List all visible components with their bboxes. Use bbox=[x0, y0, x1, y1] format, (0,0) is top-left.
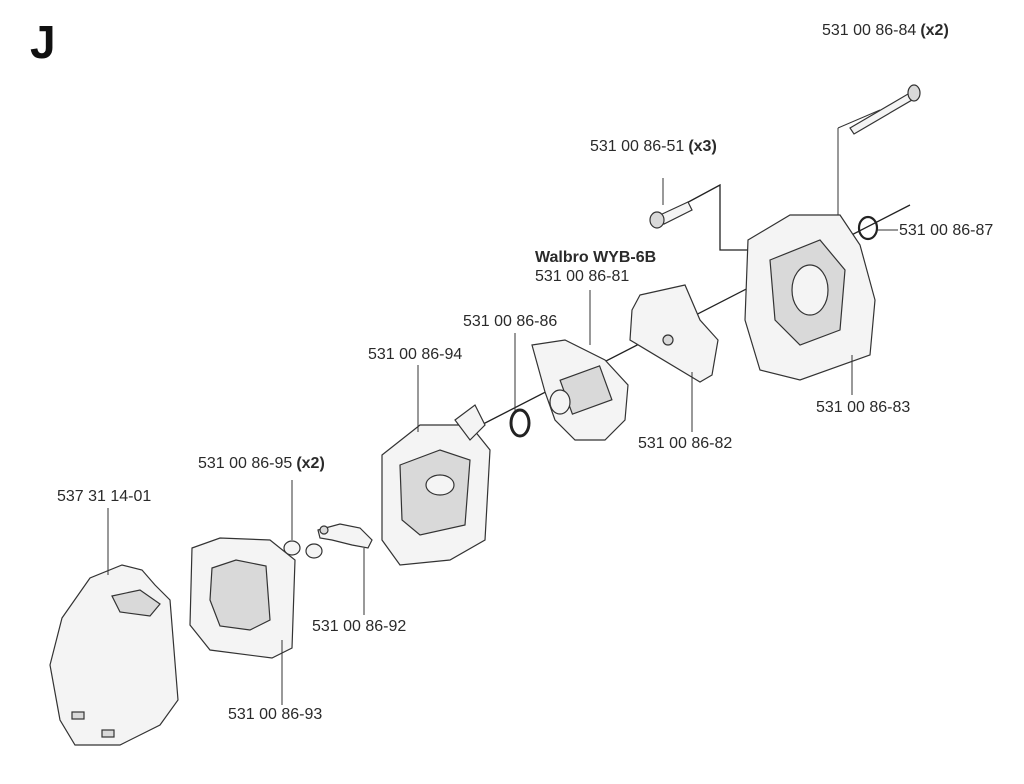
callout-air-filter: 531 00 86-93 bbox=[228, 706, 322, 724]
callout-part-number: 531 00 86-87 bbox=[899, 222, 994, 239]
callout-part-number: 531 00 86-95 bbox=[198, 455, 293, 472]
bracket-part bbox=[317, 523, 373, 615]
callout-part-number: 531 00 86-92 bbox=[312, 618, 407, 635]
callout-oring-right: 531 00 86-87 bbox=[899, 222, 993, 240]
callout-intake-adapter: 531 00 86-83 bbox=[816, 399, 910, 417]
nut-parts bbox=[283, 480, 323, 559]
callout-quantity: (x2) bbox=[920, 22, 949, 39]
callout-part-number: 531 00 86-86 bbox=[463, 313, 558, 330]
callout-nut: 531 00 86-95(x2) bbox=[198, 455, 325, 473]
callout-part-number: 531 00 86-83 bbox=[816, 399, 911, 416]
cover-part bbox=[49, 508, 179, 746]
callout-part-number: 531 00 86-94 bbox=[368, 346, 463, 363]
oring-right-part bbox=[857, 215, 898, 241]
callout-part-number: 537 31 14-01 bbox=[57, 488, 152, 505]
callout-quantity: (x2) bbox=[296, 455, 325, 472]
air-filter-base-part bbox=[381, 365, 491, 566]
screw-part bbox=[649, 178, 693, 229]
intake-adapter-part bbox=[744, 214, 876, 395]
callout-part-number: 531 00 86-82 bbox=[638, 435, 733, 452]
callout-carburetor: 531 00 86-81 bbox=[535, 268, 629, 286]
callout-gasket-plate: 531 00 86-82 bbox=[638, 435, 732, 453]
callout-part-number: 531 00 86-81 bbox=[535, 268, 630, 285]
section-letter: J bbox=[30, 16, 56, 68]
callout-cover: 537 31 14-01 bbox=[57, 488, 151, 506]
air-filter-part bbox=[189, 537, 296, 705]
carburetor-part bbox=[531, 290, 629, 441]
callout-oring-left: 531 00 86-86 bbox=[463, 313, 557, 331]
callout-air-filter-base: 531 00 86-94 bbox=[368, 346, 462, 364]
carburetor-model-label: Walbro WYB-6B bbox=[535, 249, 657, 266]
gasket-plate-part bbox=[629, 284, 719, 432]
callout-bracket: 531 00 86-92 bbox=[312, 618, 406, 636]
callout-quantity: (x3) bbox=[688, 138, 717, 155]
callout-part-number: 531 00 86-51 bbox=[590, 138, 685, 155]
oring-left-part bbox=[509, 333, 531, 438]
callout-screw: 531 00 86-51(x3) bbox=[590, 138, 717, 156]
callout-part-number: 531 00 86-93 bbox=[228, 706, 323, 723]
callout-part-number: 531 00 86-84 bbox=[822, 22, 917, 39]
callout-long-bolt: 531 00 86-84(x2) bbox=[822, 22, 949, 40]
